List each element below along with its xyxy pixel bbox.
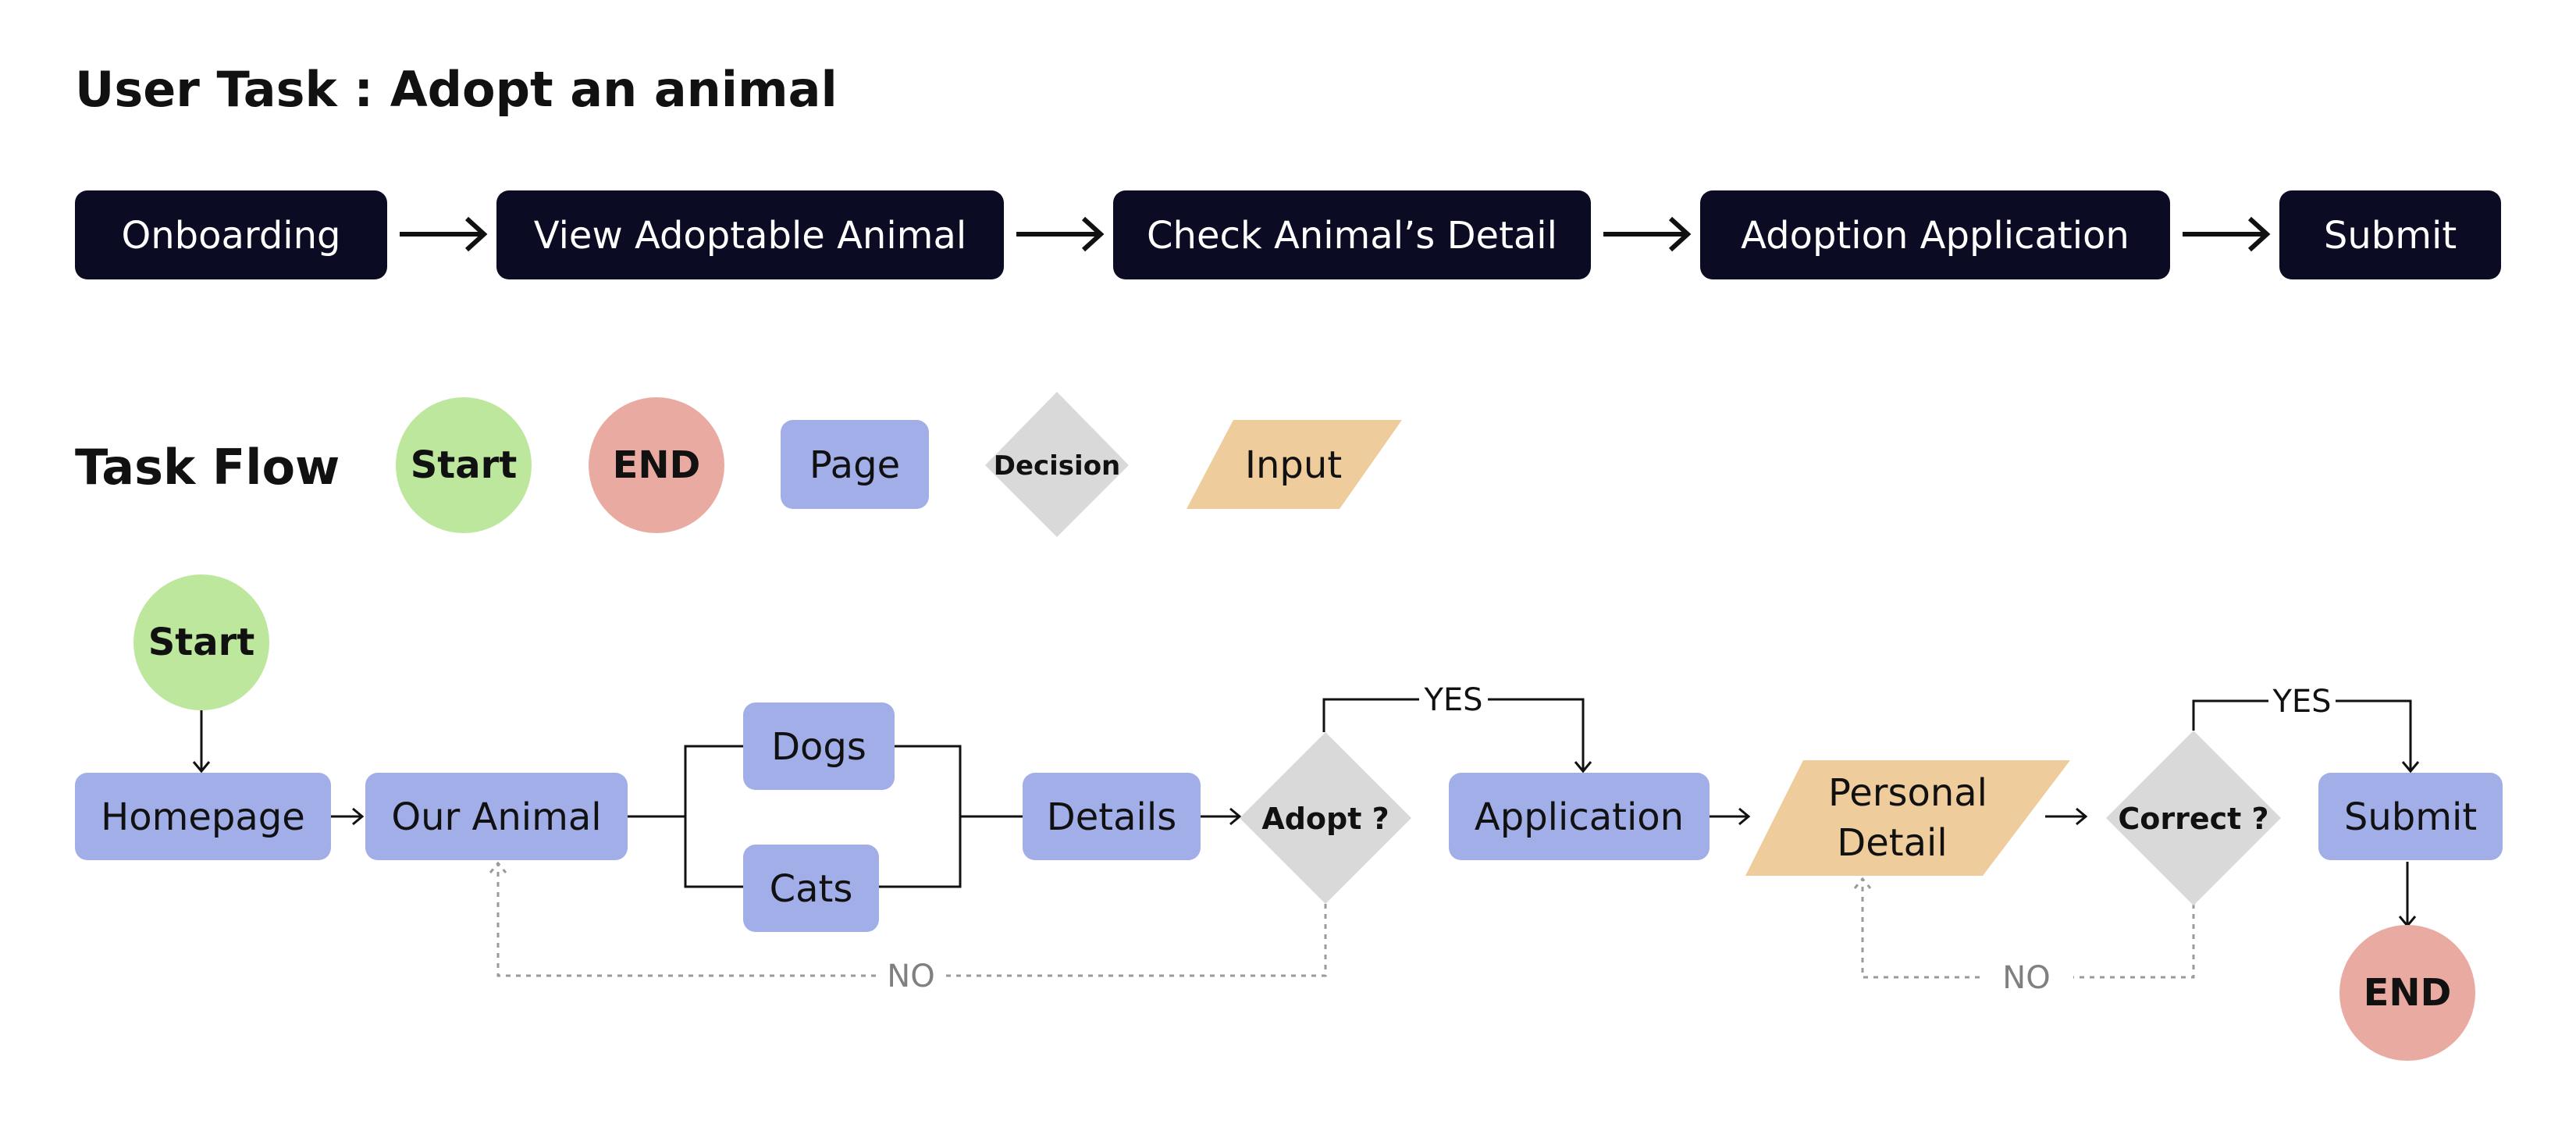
flow-correct-decision: Correct ?	[2106, 731, 2281, 905]
legend-input: Input	[1187, 420, 1402, 509]
flow-end: END	[2339, 925, 2475, 1061]
flow-homepage: Homepage	[75, 773, 331, 860]
flow-start: Start	[133, 574, 269, 710]
flow-cats: Cats	[743, 845, 879, 932]
flow-our-animal: Our Animal	[365, 773, 628, 860]
flow-adopt-label: Adopt ?	[1261, 802, 1389, 836]
decision-shape	[2106, 731, 2281, 905]
legend-decision-label: Decision	[994, 450, 1121, 482]
user-task-step-submit: Submit	[2279, 190, 2501, 279]
user-task-step-adoption-application: Adoption Application	[1700, 190, 2170, 279]
page-shape	[743, 845, 879, 932]
arrowhead	[1738, 807, 1751, 826]
connector	[2336, 699, 2412, 771]
flow-details-label: Details	[1047, 795, 1176, 839]
flow-submit: Submit	[2318, 773, 2503, 860]
arrowhead	[2076, 807, 2088, 826]
page-shape	[365, 773, 628, 860]
page-shape	[1449, 773, 1710, 860]
start-shape	[396, 397, 532, 533]
start-shape	[133, 574, 269, 710]
legend-input-label: Input	[1245, 443, 1342, 487]
page-shape	[2318, 773, 2503, 860]
connector	[1322, 698, 1419, 732]
connector	[684, 745, 743, 888]
flow-application: Application	[1449, 773, 1710, 860]
page-shape	[75, 773, 331, 860]
connector	[946, 904, 1327, 977]
step-arrow	[1603, 216, 1692, 252]
arrowhead	[1229, 807, 1242, 826]
flow-our-animal-label: Our Animal	[391, 795, 601, 839]
legend-decision: Decision	[985, 392, 1129, 537]
page-shape	[1023, 773, 1201, 860]
step-box	[2279, 190, 2501, 279]
flow-cats-label: Cats	[770, 867, 853, 911]
page-shape	[781, 420, 929, 509]
flow-personal-detail: Personal Detail	[1745, 760, 2070, 876]
step-label: Check Animal’s Detail	[1147, 214, 1557, 258]
flow-personal-detail-label-line2: Detail	[1837, 821, 1947, 865]
step-arrow	[2183, 216, 2271, 252]
yes-label-adopt: YES	[1423, 682, 1482, 718]
yes-label-correct: YES	[2272, 684, 2331, 720]
flow-application-label: Application	[1475, 795, 1684, 839]
end-shape	[2339, 925, 2475, 1061]
task-flow-title: Task Flow	[75, 439, 340, 496]
flow-connectors	[192, 698, 2420, 979]
no-label-correct: NO	[2002, 960, 2050, 996]
flow-end-label: END	[2364, 971, 2452, 1015]
input-shape	[1187, 420, 1402, 509]
input-shape	[1745, 760, 2070, 876]
legend-page-label: Page	[809, 443, 900, 487]
user-task-step-check-animal-detail: Check Animal’s Detail	[1113, 190, 1591, 279]
decision-shape	[985, 392, 1129, 537]
step-label: Adoption Application	[1741, 214, 2129, 258]
flow-adopt-decision: Adopt ?	[1240, 732, 1411, 904]
connector	[2073, 904, 2195, 979]
decision-shape	[1240, 732, 1411, 904]
step-box	[1700, 190, 2170, 279]
step-box	[75, 190, 387, 279]
flow-details: Details	[1023, 773, 1201, 860]
step-box	[496, 190, 1004, 279]
connector	[1861, 879, 1980, 979]
no-label-adopt: NO	[887, 959, 934, 994]
arrowhead	[1853, 877, 1872, 889]
arrowhead	[489, 861, 507, 873]
arrowhead	[1574, 761, 1592, 774]
arrowhead	[352, 807, 365, 826]
flow-correct-label: Correct ?	[2118, 802, 2268, 836]
step-arrow	[400, 216, 488, 252]
user-task-title: User Task : Adopt an animal	[75, 61, 838, 118]
legend-end-label: END	[613, 443, 701, 487]
legend-page: Page	[781, 420, 929, 509]
connector	[496, 863, 876, 977]
flow-dogs-label: Dogs	[771, 725, 866, 769]
step-label: Onboarding	[121, 214, 340, 258]
step-label: View Adoptable Animal	[534, 214, 966, 258]
flow-dogs: Dogs	[743, 702, 895, 790]
flow-personal-detail-label-line1: Personal	[1828, 771, 1987, 815]
user-task-step-onboarding: Onboarding	[75, 190, 387, 279]
legend-start-label: Start	[411, 443, 518, 487]
connector	[2192, 699, 2268, 731]
legend-start: Start	[396, 397, 532, 533]
connector	[1488, 698, 1585, 771]
flow-homepage-label: Homepage	[101, 795, 305, 839]
user-task-step-view-adoptable-animal: View Adoptable Animal	[496, 190, 1004, 279]
page-shape	[743, 702, 895, 790]
legend-end: END	[589, 397, 724, 533]
flow-submit-label: Submit	[2344, 795, 2477, 839]
step-arrow	[1016, 216, 1105, 252]
flow-start-label: Start	[148, 621, 255, 664]
arrowhead	[192, 761, 211, 774]
step-label: Submit	[2324, 214, 2457, 258]
arrowhead	[2401, 761, 2420, 774]
step-box	[1113, 190, 1591, 279]
end-shape	[589, 397, 724, 533]
